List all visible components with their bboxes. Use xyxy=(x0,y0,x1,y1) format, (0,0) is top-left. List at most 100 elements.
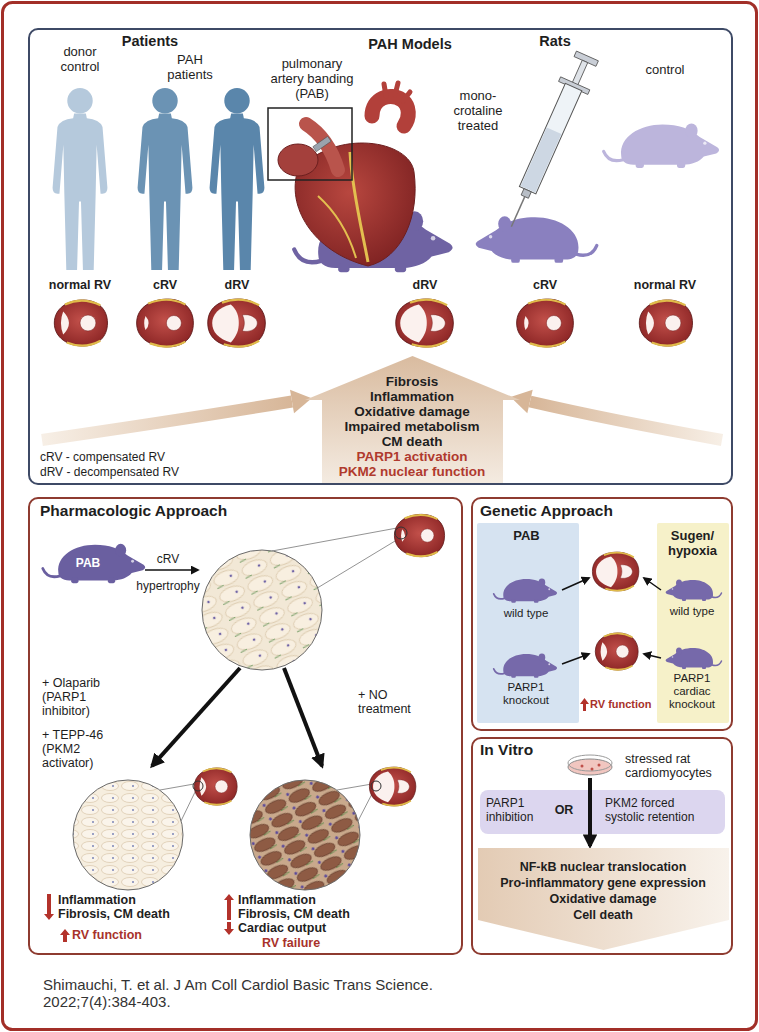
node-text: Rats xyxy=(525,33,585,50)
pharmacologic-figures-part xyxy=(43,544,145,583)
findings-arrow: FibrosisInflammationOxidative damageImpa… xyxy=(300,354,525,483)
pharmacologic-figures-part xyxy=(369,767,415,806)
figure-label: + Olaparib (PARP1 inhibitor) xyxy=(42,676,122,718)
node-text: CM death xyxy=(312,434,512,450)
rv-cross-sections-part xyxy=(54,300,107,346)
outer-frame xyxy=(3,3,757,1030)
pharmacologic-figures-part xyxy=(194,768,237,805)
figure-label: dRV - decompensated RV xyxy=(40,465,260,479)
rv-cross-sections-part xyxy=(137,299,194,347)
genetic-figures-part xyxy=(666,580,722,602)
genetic-figures-part xyxy=(592,552,638,591)
banded-heart-part xyxy=(278,144,318,176)
figure-label: RV function xyxy=(590,698,655,711)
figure-label: cRV - compensated RV xyxy=(40,450,260,464)
figure-label: stressed rat cardiomyocytes xyxy=(625,752,725,780)
rat-figures xyxy=(294,124,719,273)
flow-arrows xyxy=(42,390,722,440)
in-vitro-figures-part xyxy=(581,765,584,768)
pharmacologic-figures-part xyxy=(250,780,360,890)
pharmacologic-figures-part xyxy=(160,784,194,790)
node-text: PARP1 activation xyxy=(312,449,512,465)
pharmacologic-figures-part xyxy=(152,668,240,766)
banded-heart-part xyxy=(384,83,410,101)
rv-cross-sections-part xyxy=(396,299,454,347)
node-text: PKM2 forced systolic retention xyxy=(605,796,711,824)
figure-label: normal RV xyxy=(620,278,710,292)
pharmacologic-figures-part xyxy=(145,569,198,571)
genetic-figures-part xyxy=(562,578,589,590)
figure-label: pulmonary artery banding (PAB) xyxy=(267,56,357,101)
flow-arrows-part xyxy=(511,390,533,413)
rv-cross-sections-part xyxy=(639,300,692,346)
node-heading: PARP1 inhibition xyxy=(486,796,548,824)
pharmacologic-figures-part xyxy=(73,780,183,890)
node-text: Cell death xyxy=(478,908,728,922)
node-heading: Sugen/ hypoxia xyxy=(659,528,726,558)
banded-heart-part xyxy=(268,108,352,180)
banded-heart xyxy=(268,83,415,266)
figure-label: RV failure xyxy=(262,936,412,950)
in-vitro-figures-part xyxy=(588,778,592,846)
node-text: Pro-inflammatory gene expression xyxy=(478,876,728,890)
human-figures-part xyxy=(138,88,193,270)
syringe-part xyxy=(521,189,531,199)
pharmacologic-figures-part xyxy=(314,538,400,590)
figure-label: PARP1 cardiac knockout xyxy=(659,672,725,711)
figure-label: PAH patients xyxy=(160,52,220,82)
figure-label: cRV xyxy=(510,278,580,292)
flow-arrows-part xyxy=(42,402,292,441)
node-text: PAH Models xyxy=(360,36,460,53)
human-figures-part xyxy=(210,88,265,270)
treatment-box-fill xyxy=(480,790,725,834)
pharmacologic-figures-part xyxy=(371,781,381,791)
human-figures-part xyxy=(53,88,108,270)
syringe-part xyxy=(519,83,581,194)
outcome-arrow-outline xyxy=(478,848,729,950)
in-vitro-figures-part xyxy=(568,755,612,771)
model-box-fill xyxy=(477,523,579,723)
pharmacologic-figures-part xyxy=(181,790,196,821)
rat-figures-part xyxy=(604,124,720,168)
genetic-figures-part xyxy=(666,648,722,670)
banded-heart-part xyxy=(318,196,356,258)
figure-label: mono- crotaline treated xyxy=(447,88,509,133)
syringe-part xyxy=(521,128,562,193)
genetic-figures-part xyxy=(494,654,557,678)
change-arrows-part xyxy=(44,894,54,920)
pharmacologic-figures-part xyxy=(193,781,203,791)
node-text: OR xyxy=(551,803,577,817)
pharmacologic-figures-part xyxy=(395,527,407,539)
pharmacologic-figures xyxy=(43,514,445,890)
banded-heart-part xyxy=(313,136,331,151)
node-heading: Genetic Approach xyxy=(480,502,700,520)
figure-label: PARP1 knockout xyxy=(491,681,561,707)
in-vitro-figures-part xyxy=(591,768,594,771)
figure-label: donor control xyxy=(50,44,110,74)
flow-arrows-part xyxy=(290,390,312,414)
node-text: Oxidative damage xyxy=(478,892,728,906)
in-vitro-figures-part xyxy=(568,759,612,775)
flow-arrows-part xyxy=(530,402,722,441)
figure-label: Fibrosis, CM death xyxy=(58,907,258,921)
rv-cross-sections-part xyxy=(517,299,574,347)
genetic-figures-part xyxy=(494,579,557,603)
change-arrows-part xyxy=(580,698,589,711)
outcome-arrow: NF-kB nuclear translocationPro-inflammat… xyxy=(476,848,731,950)
rat-figures-part xyxy=(476,216,597,263)
syringe-part xyxy=(511,197,524,227)
pharmacologic-figures-part xyxy=(272,528,397,551)
node-heading: PAB xyxy=(477,528,576,543)
findings-arrow-outline xyxy=(305,356,520,483)
node-heading: Pharmacologic Approach xyxy=(40,502,340,520)
in-vitro-figures-part xyxy=(598,764,601,767)
node-text: Inflammation xyxy=(312,389,512,405)
figure-label: cRV xyxy=(148,552,188,566)
node-text: Impaired metabolism xyxy=(312,419,512,435)
pharmacologic-figures-part xyxy=(394,514,444,556)
change-arrows-part xyxy=(224,894,234,920)
node-text: PKM2 nuclear function xyxy=(312,464,512,480)
figure-label: Inflammation xyxy=(58,893,258,907)
figure-label: Cardiac output xyxy=(238,921,438,935)
banded-heart-part xyxy=(306,124,338,170)
